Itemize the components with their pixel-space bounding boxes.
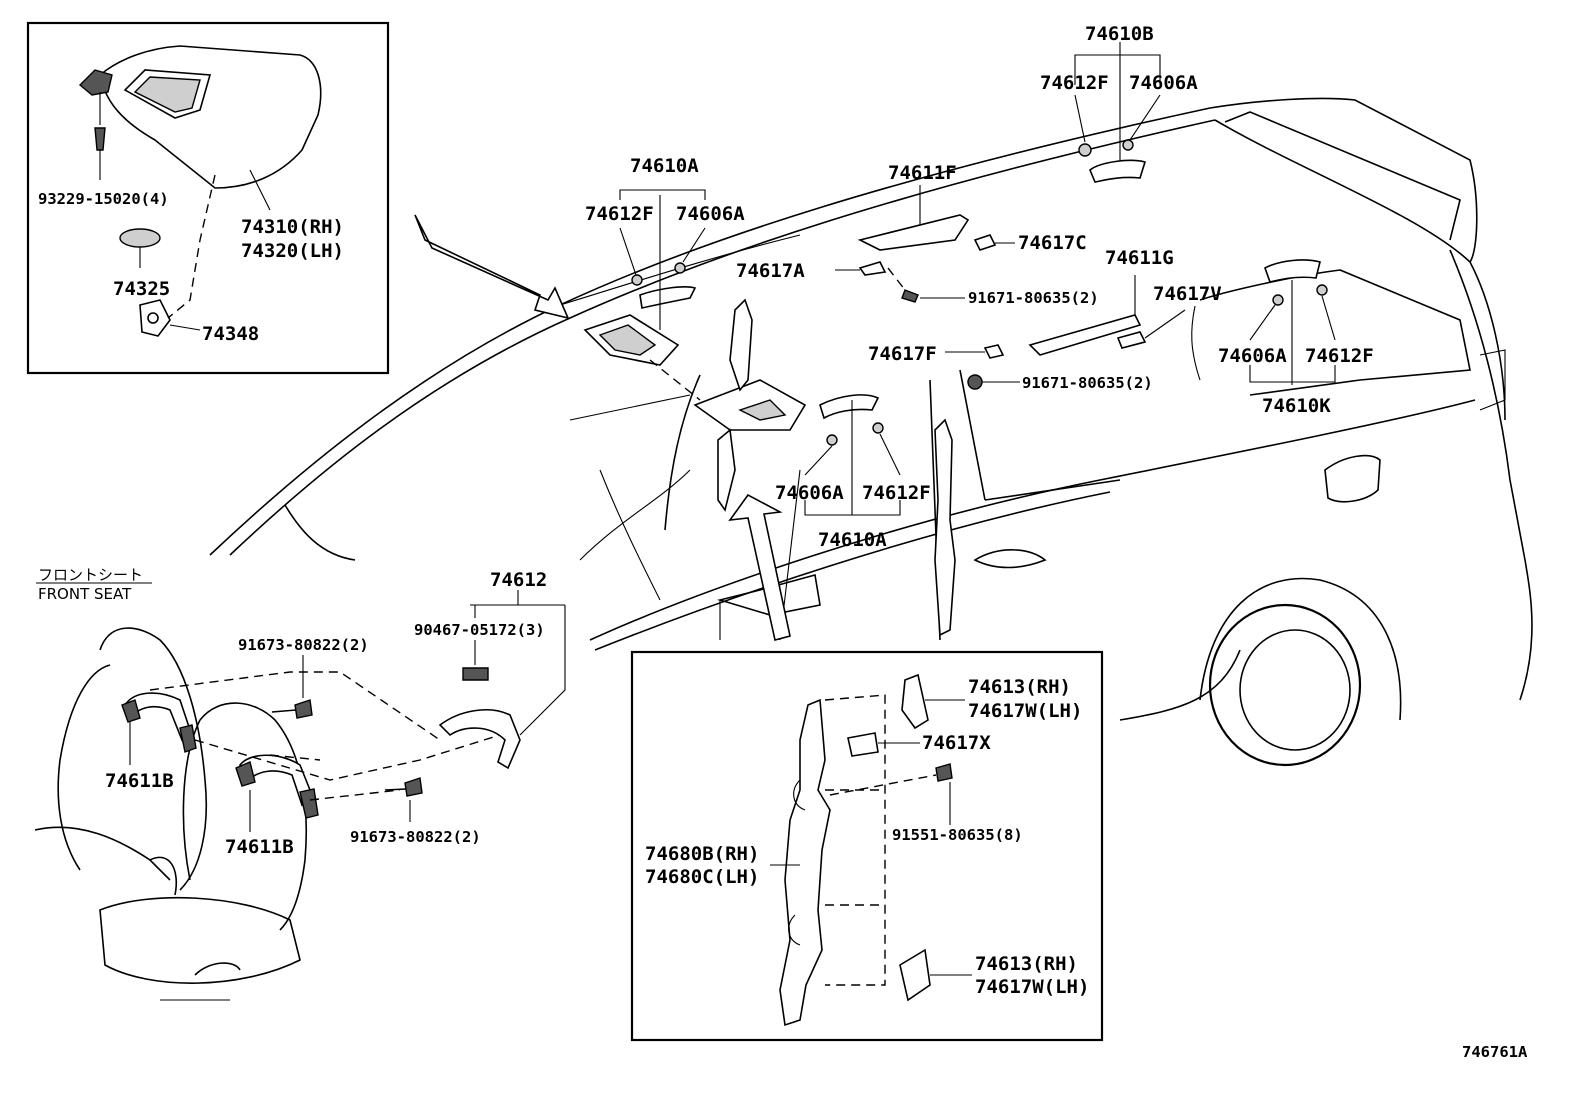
label-74617W-top-lh: 74617W(LH) [968, 700, 1082, 722]
label-74606A-mid: 74606A [775, 482, 844, 504]
label-74617W-bot-lh: 74617W(LH) [975, 976, 1089, 998]
sun-visor-inset [26, 21, 390, 375]
vehicle-body-outline [209, 97, 1533, 767]
label-74612F-mid: 74612F [862, 482, 931, 504]
label-93229: 93229-15020(4) [38, 190, 169, 208]
pointer-arrow-bottom [728, 493, 791, 641]
label-91671-b: 91671-80635(2) [1022, 374, 1153, 392]
label-74325: 74325 [113, 278, 170, 300]
label-91671-a: 91671-80635(2) [968, 289, 1099, 307]
label-74611G: 74611G [1105, 247, 1174, 269]
label-74611B-a: 74611B [105, 770, 174, 792]
label-74310: 74310(RH) [241, 216, 344, 238]
label-74680B: 74680B(RH) [645, 843, 759, 865]
label-74617A: 74617A [736, 260, 805, 282]
label-74348: 74348 [202, 323, 259, 345]
label-74617V: 74617V [1153, 283, 1222, 305]
diagram-id: 746761A [1462, 1043, 1528, 1061]
label-74610K: 74610K [1262, 395, 1331, 417]
roof-parts [583, 42, 1336, 637]
pointer-arrow-left [414, 214, 570, 320]
label-74606A-right: 74606A [1218, 345, 1287, 367]
label-74610A-top: 74610A [630, 155, 699, 177]
front-seat-label-en: FRONT SEAT [38, 585, 132, 603]
front-seat-area [34, 582, 566, 1001]
label-91673-top: 91673-80822(2) [238, 636, 369, 654]
label-74606A-left: 74606A [676, 203, 745, 225]
label-74611B-b: 74611B [225, 836, 294, 858]
label-91551: 91551-80635(8) [892, 826, 1023, 844]
label-74612F-top: 74612F [1040, 72, 1109, 94]
label-74613-top-rh: 74613(RH) [968, 676, 1071, 698]
part-labels: 74610B 74612F 74606A 74611F 74617C 74610… [38, 23, 1528, 1061]
label-91673-bot: 91673-80822(2) [350, 828, 481, 846]
label-74613-bot-rh: 74613(RH) [975, 953, 1078, 975]
label-74617C: 74617C [1018, 232, 1087, 254]
pillar-garnish-inset [630, 650, 1104, 1042]
label-74320: 74320(LH) [241, 240, 344, 262]
label-74611F: 74611F [888, 162, 957, 184]
label-74617F: 74617F [868, 343, 937, 365]
label-74612: 74612 [490, 569, 547, 591]
label-74610A-mid: 74610A [818, 529, 887, 551]
label-74612F-left: 74612F [585, 203, 654, 225]
front-seat-label-jp: フロントシート [38, 566, 143, 584]
label-74680C: 74680C(LH) [645, 866, 759, 888]
label-74612F-right: 74612F [1305, 345, 1374, 367]
label-90467: 90467-05172(3) [414, 621, 545, 639]
label-74606A-top: 74606A [1129, 72, 1198, 94]
label-74617X: 74617X [922, 732, 991, 754]
label-74610B: 74610B [1085, 23, 1154, 45]
